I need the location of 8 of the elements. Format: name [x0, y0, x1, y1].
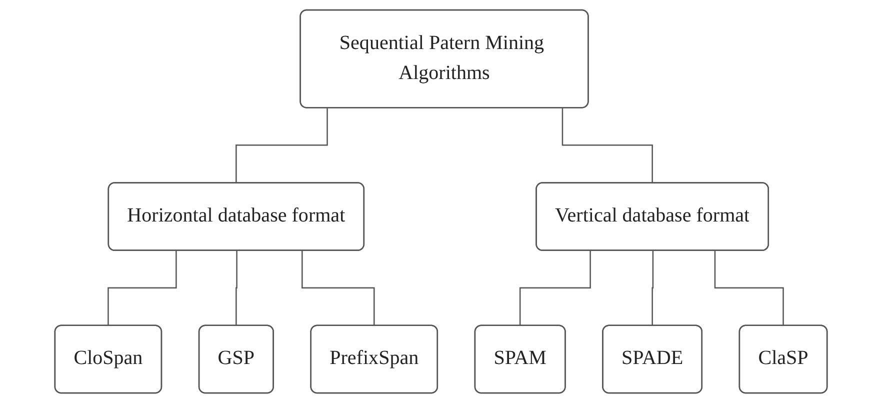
connector	[714, 250, 784, 327]
connector	[302, 250, 376, 327]
connector	[236, 250, 238, 327]
connector	[108, 250, 177, 327]
connector	[652, 250, 654, 327]
connector	[562, 108, 654, 184]
connector	[519, 250, 591, 327]
connector	[236, 108, 328, 184]
